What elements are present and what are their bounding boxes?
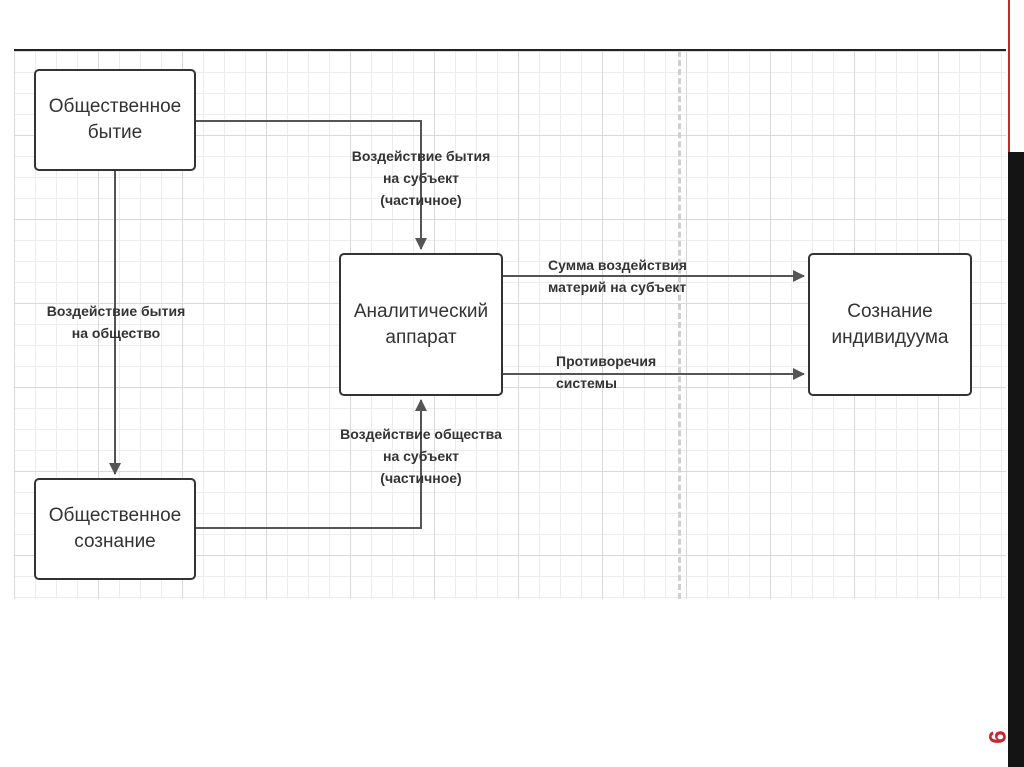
label-being-to-subject: Воздействие бытия на субъект (частичное) (352, 145, 490, 211)
edge-being-to-subject (196, 120, 427, 250)
label-line: на общество (71, 325, 161, 341)
label-line: Воздействие бытия (46, 303, 186, 319)
label-line: Сумма воздействия (548, 257, 687, 273)
label-matter-sum: Сумма воздействия материй на субъект (548, 254, 687, 298)
label-line: системы (556, 375, 617, 391)
label-being-to-society: Воздействие бытия на общество (47, 300, 185, 344)
edge-society-to-subject (196, 399, 427, 529)
label-society-to-subject: Воздействие общества на субъект (частичн… (340, 423, 502, 489)
label-line: материй на субъект (548, 279, 687, 295)
label-contradictions: Противоречия системы (556, 350, 656, 394)
dashed-guide-line (678, 51, 681, 599)
label-line: Противоречия (556, 353, 657, 369)
label-line: на субъект (382, 170, 460, 186)
top-rule (14, 49, 1006, 51)
node-social-consciousness: Общественное сознание (34, 478, 196, 580)
node-analytic-apparatus: Аналитический аппарат (339, 253, 503, 396)
label-line: (частичное) (380, 192, 462, 208)
node-social-being: Общественное бытие (34, 69, 196, 171)
node-individual-consciousness: Сознание индивидуума (808, 253, 972, 396)
accent-bar-top (1008, 0, 1024, 152)
node-social-being-label: Общественное бытие (48, 96, 182, 143)
node-social-consciousness-label: Общественное сознание (48, 505, 182, 552)
page-number: 9 (983, 730, 1010, 744)
label-line: (частичное) (380, 470, 462, 486)
node-individual-consciousness-label: Сознание индивидуума (831, 300, 949, 348)
node-analytic-apparatus-label: Аналитический аппарат (353, 300, 489, 348)
label-line: Воздействие бытия (351, 148, 491, 164)
accent-bar-dark (1008, 152, 1024, 767)
label-line: Воздействие общества (340, 426, 502, 442)
label-line: на субъект (382, 448, 460, 464)
